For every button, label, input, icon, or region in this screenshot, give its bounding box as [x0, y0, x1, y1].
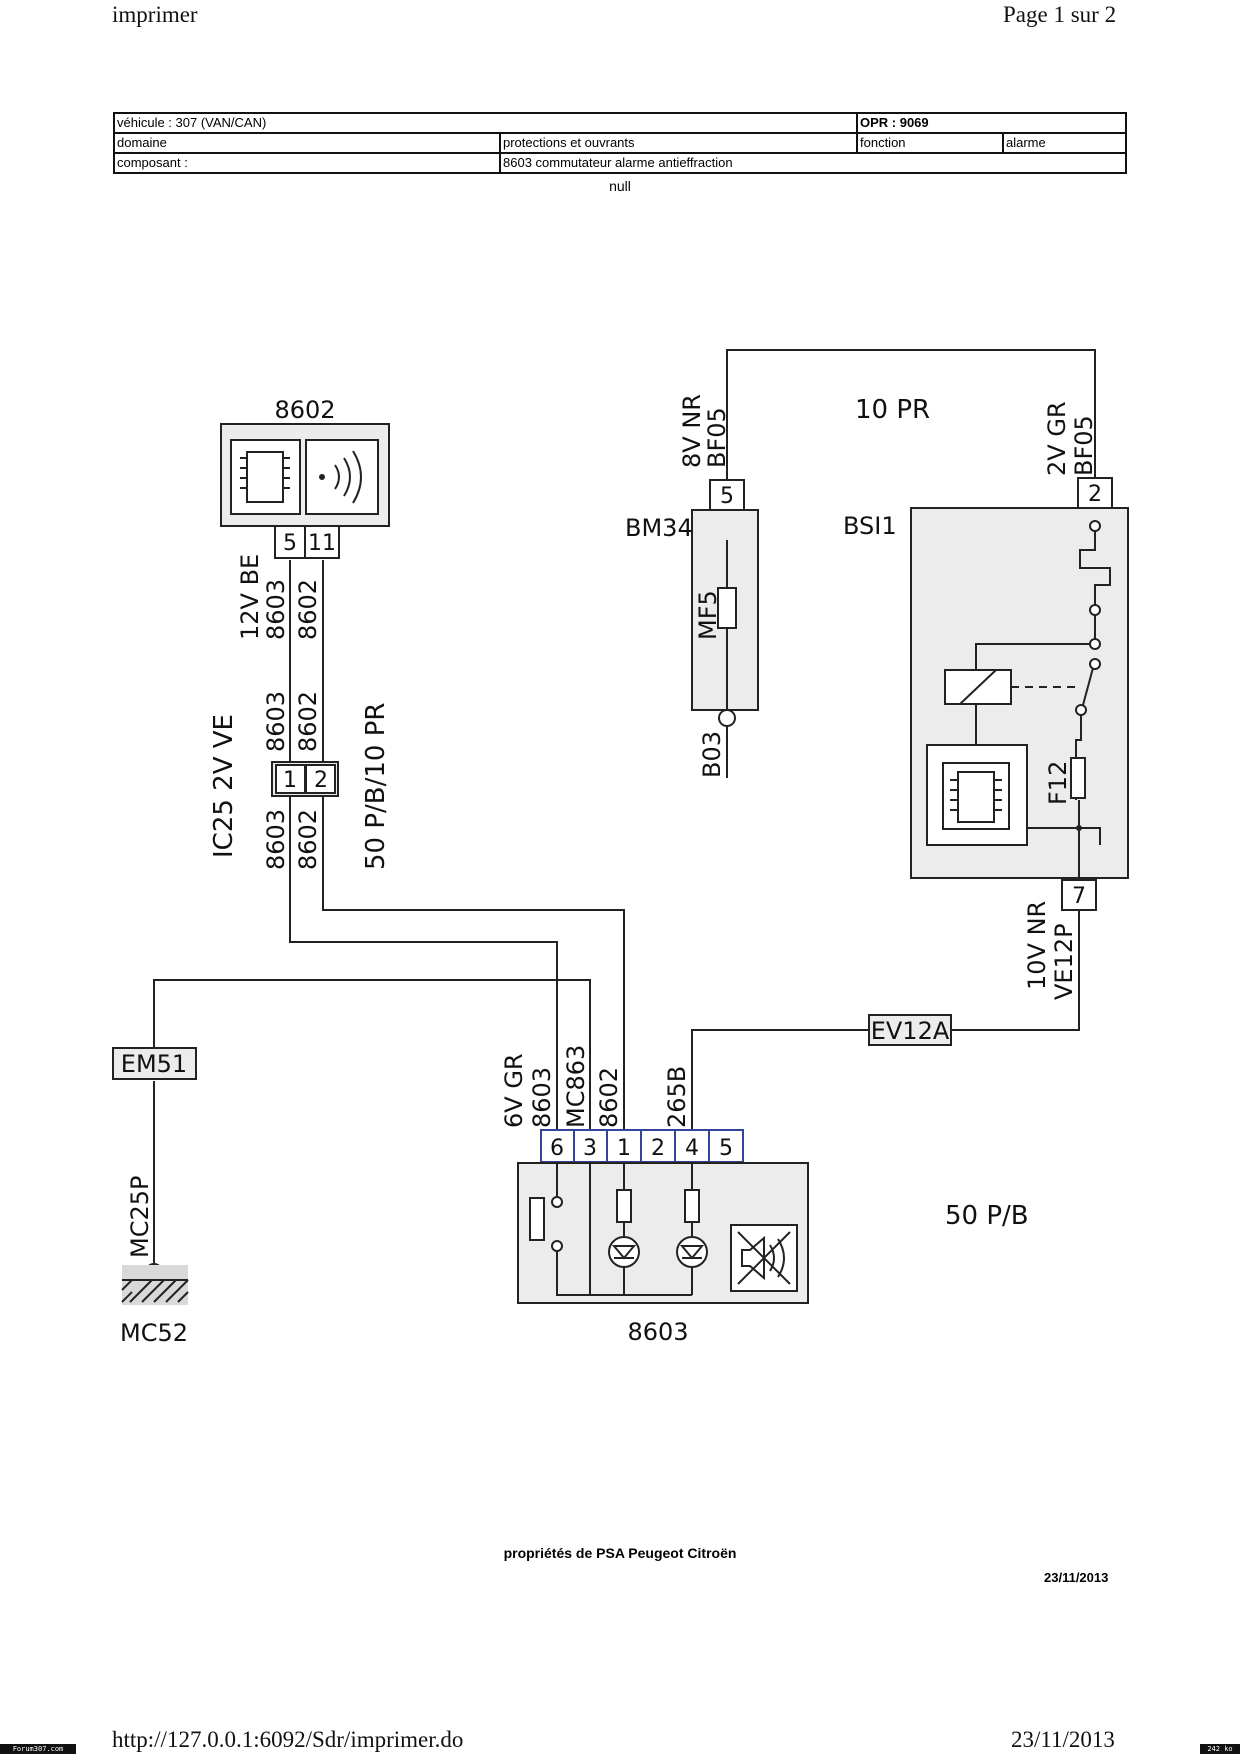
- fuse-f12-icon: [1070, 757, 1086, 799]
- wire-label-ve12p: VE12P: [1050, 923, 1078, 1000]
- browser-footer-url: http://127.0.0.1:6092/Sdr/imprimer.do: [112, 1727, 464, 1752]
- wire-label-bf05-right: BF05: [1070, 415, 1098, 476]
- transmitter-icon: [305, 439, 379, 515]
- component-8602: 8602 5 11: [220, 396, 390, 559]
- fuse-mf5-label: MF5: [694, 590, 722, 640]
- harness-label-ic25: IC25 2V VE: [209, 714, 239, 858]
- forum-badge: Forum307.com: [0, 1744, 76, 1754]
- wire-label-6v-gr: 6V GR: [500, 1053, 528, 1128]
- splice-em51-label: EM51: [121, 1050, 187, 1078]
- composant-value: 8603 commutateur alarme antieffraction: [499, 152, 1127, 174]
- wire-label-10v-nr: 10V NR: [1023, 901, 1051, 990]
- pin-8603-6: 6: [550, 1136, 564, 1161]
- size-badge: 242 ko: [1200, 1744, 1240, 1754]
- pin-8603-4: 4: [685, 1136, 699, 1161]
- pin-8602-11: 11: [308, 531, 336, 556]
- browser-header-page: Page 1 sur 2: [1003, 2, 1117, 27]
- ground-b03-label: B03: [698, 731, 726, 778]
- component-bm34-label: BM34: [625, 514, 693, 542]
- splice-ev12a: EV12A: [868, 1014, 952, 1046]
- fonction-value: alarme: [1002, 132, 1127, 154]
- component-8603: 6V GR 8603 MC863 8602 265B 6 3 1 2 4 5: [500, 1045, 809, 1346]
- ground-mc52: EM51 MC25P MC52: [112, 1047, 197, 1347]
- wire-label-8603-b: 8603: [262, 691, 290, 752]
- wire-label-2v-gr: 2V GR: [1043, 401, 1071, 476]
- component-bsi1-label: BSI1: [843, 512, 897, 540]
- wire-label-8603-a: 8603: [262, 579, 290, 640]
- pin-ic25-1: 1: [283, 768, 297, 793]
- pin-8602-5: 5: [283, 531, 297, 556]
- wire-label-8602-a: 8602: [294, 579, 322, 640]
- pin-bsi1-7: 7: [1072, 884, 1086, 909]
- domaine-label: domaine: [113, 132, 501, 154]
- component-bm34: 8V NR BF05 5 BM34 MF5 B03: [625, 394, 759, 778]
- composant-label: composant :: [113, 152, 501, 174]
- component-8602-label: 8602: [274, 396, 335, 424]
- ground-mc52-label: MC52: [120, 1319, 188, 1347]
- harness-label-10pr: 10 PR: [855, 395, 930, 425]
- splice-ev12a-label: EV12A: [871, 1017, 950, 1045]
- pin-8603-1: 1: [617, 1136, 631, 1161]
- wire-label-8602-d: 8602: [595, 1067, 623, 1128]
- domaine-value: protections et ouvrants: [499, 132, 858, 154]
- led-icon-1: [608, 1236, 640, 1268]
- wire-label-8603-d: 8603: [528, 1067, 556, 1128]
- harness-label-50pb-10pr: 50 P/B/10 PR: [361, 703, 391, 870]
- switch-icon: [529, 1197, 545, 1241]
- connector-ic25: 1 2: [271, 761, 339, 797]
- wire-label-bf05-left: BF05: [703, 407, 731, 468]
- pin-8603-5: 5: [719, 1136, 733, 1161]
- led-icon-2: [676, 1236, 708, 1268]
- wire-label-mc863: MC863: [562, 1045, 590, 1128]
- browser-header-title: imprimer: [112, 2, 198, 27]
- wire-label-mc25p: MC25P: [126, 1176, 154, 1258]
- vehicule-cell: véhicule : 307 (VAN/CAN): [113, 112, 858, 134]
- harness-label-50pb: 50 P/B: [945, 1201, 1029, 1231]
- fuse-f12-label: F12: [1044, 761, 1072, 805]
- wires: [153, 349, 1096, 1265]
- null-text: null: [609, 178, 631, 194]
- wire-label-265b: 265B: [663, 1066, 691, 1128]
- pin-8603-3: 3: [583, 1136, 597, 1161]
- wire-label-12v-be: 12V BE: [236, 554, 264, 640]
- component-bsi1: 2V GR BF05 2 BSI1 F12 7 10V NR VE12P: [843, 401, 1129, 1000]
- fonction-label: fonction: [856, 132, 1004, 154]
- pin-bsi1-2: 2: [1088, 482, 1102, 507]
- wire-label-8v-nr: 8V NR: [678, 394, 706, 468]
- opr-cell: OPR : 9069: [856, 112, 1127, 134]
- browser-footer-date: 23/11/2013: [1011, 1727, 1115, 1752]
- wire-label-8603-c: 8603: [262, 809, 290, 870]
- owner-notice: propriétés de PSA Peugeot Citroën: [503, 1545, 737, 1561]
- wire-label-8602-b: 8602: [294, 691, 322, 752]
- owner-date: 23/11/2013: [1044, 1570, 1109, 1585]
- pin-8603-2: 2: [651, 1136, 665, 1161]
- pin-ic25-2: 2: [314, 768, 328, 793]
- component-8603-label: 8603: [627, 1318, 688, 1346]
- fuse-mf5-icon: [717, 587, 737, 629]
- wire-label-8602-c: 8602: [294, 809, 322, 870]
- pin-bm34-5: 5: [720, 484, 734, 509]
- info-table: véhicule : 307 (VAN/CAN) OPR : 9069 doma…: [113, 112, 1127, 174]
